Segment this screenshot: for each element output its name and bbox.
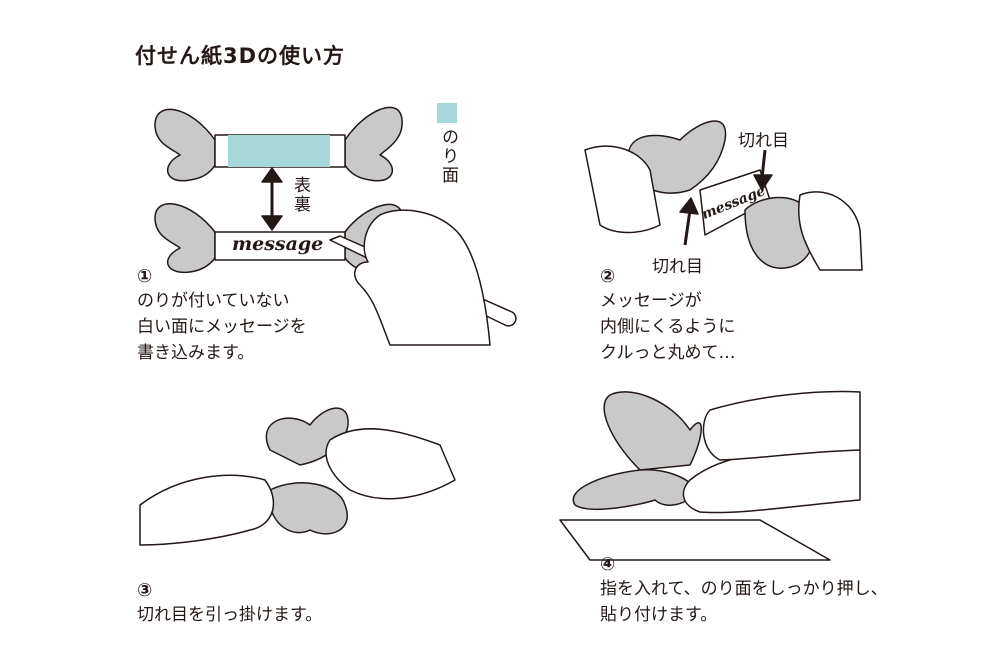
step-2: ② メッセージが 内側にくるように クルっと丸めて…	[600, 266, 736, 366]
step-line: 指を入れて、のり面をしっかり押し、	[600, 579, 888, 599]
butterfly-message-side	[154, 203, 403, 274]
message-text: message	[232, 233, 324, 255]
butterfly-rolled	[584, 120, 863, 271]
step-number: ①	[137, 266, 153, 287]
page-title: 付せん紙3Dの使い方	[135, 44, 346, 68]
step-4: ④ 指を入れて、のり面をしっかり押し、 貼り付けます。	[600, 554, 888, 628]
step-line: のりが付いていない	[137, 291, 290, 311]
step-number: ②	[600, 266, 616, 287]
flip-arrow	[261, 167, 283, 231]
step-line: クルっと丸めて…	[600, 343, 736, 363]
step-line: 白い面にメッセージを	[137, 317, 307, 337]
legend-label: のり面	[438, 128, 458, 185]
step-line: メッセージが	[600, 291, 702, 311]
cut-label-top: 切れ目	[738, 131, 789, 151]
butterfly-hooking	[139, 407, 456, 546]
step-line: 内側にくるように	[600, 317, 736, 337]
butterfly-attach	[559, 390, 861, 561]
cut-arrows	[679, 149, 773, 246]
butterfly-glue-side	[154, 106, 403, 182]
step-number: ④	[600, 554, 616, 575]
cut-label-bottom: 切れ目	[652, 257, 703, 277]
step-line: 書き込みます。	[137, 343, 255, 363]
step-line: 切れ目を引っ掛けます。	[137, 605, 323, 625]
front-back-label: 表裏	[290, 176, 310, 214]
step-number: ③	[137, 580, 153, 601]
step-3: ③ 切れ目を引っ掛けます。	[137, 580, 322, 628]
step-1: ① のりが付いていない 白い面にメッセージを 書き込みます。	[137, 266, 307, 366]
legend-swatch	[437, 103, 457, 123]
hand-with-pen	[329, 209, 517, 346]
step-line: 貼り付けます。	[600, 605, 718, 625]
